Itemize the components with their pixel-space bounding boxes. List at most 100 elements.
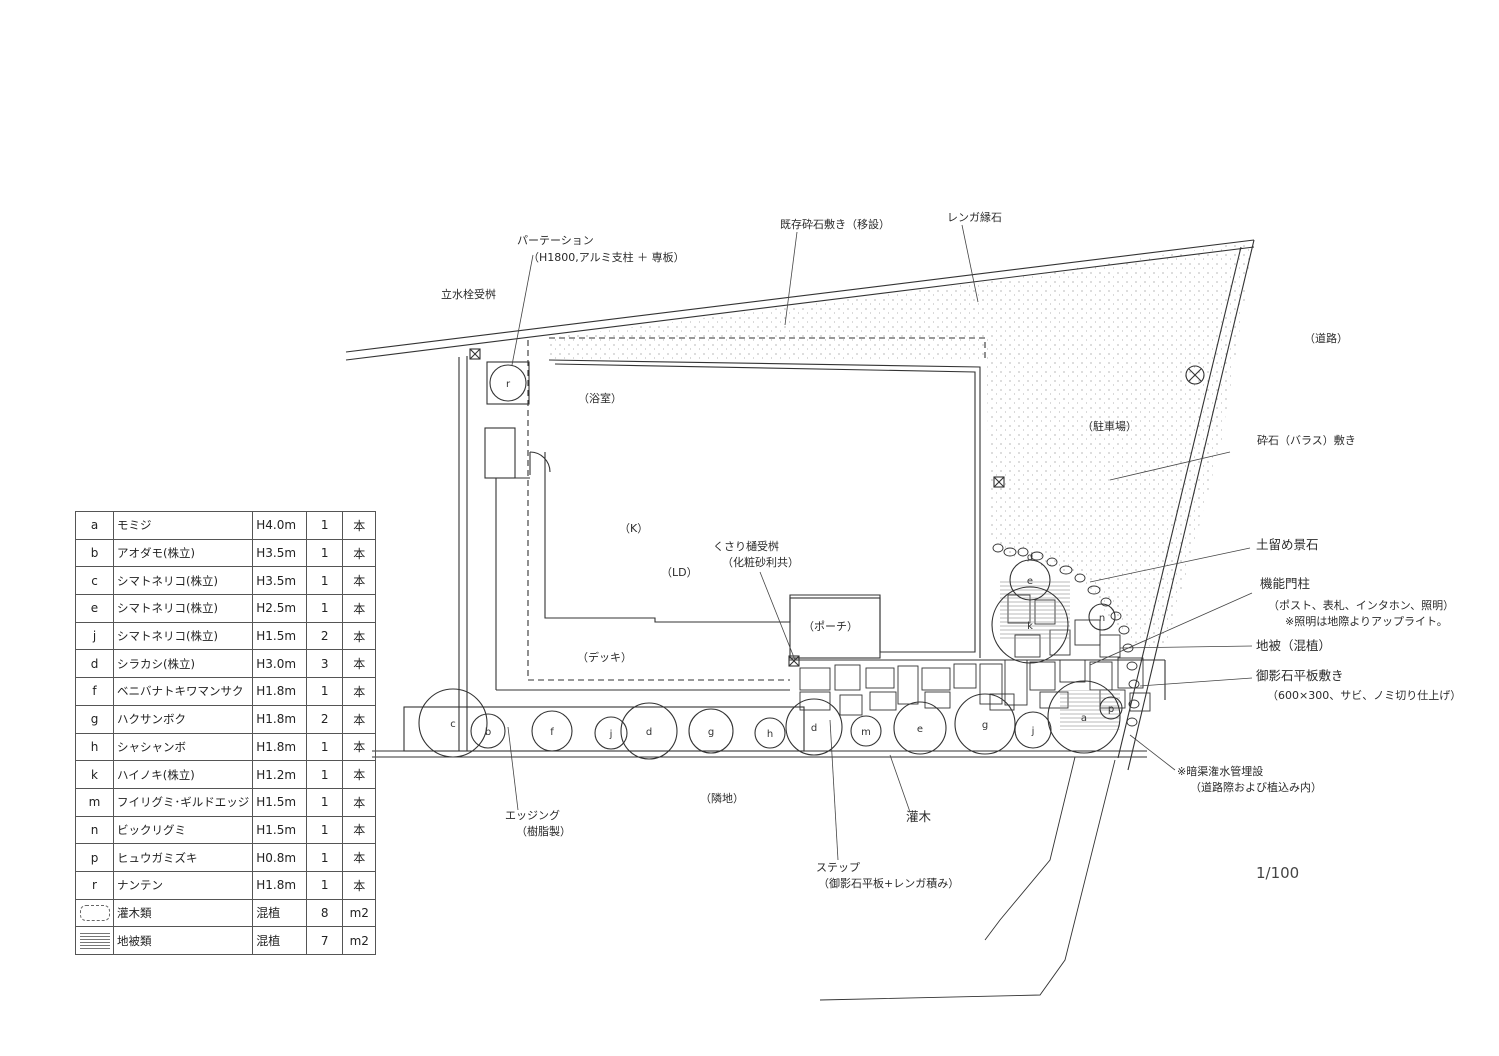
legend-code: g [75, 704, 114, 734]
tree-b [470, 713, 506, 749]
partition-spec-label: （H1800,アルミ支柱 ＋ 専板） [528, 251, 685, 264]
porch-outline [789, 597, 881, 659]
legend-name: シマトネリコ(株立) [112, 594, 254, 623]
legend-size: H3.5m [252, 538, 308, 568]
legend-size: 混植 [252, 926, 308, 955]
legend-qty: 1 [306, 677, 344, 706]
ground-cover-patch [1000, 580, 1070, 640]
retaining-stone-label: 土留め景石 [1256, 537, 1319, 552]
faucet-label: 立水栓受桝 [441, 288, 496, 301]
legend-code: k [75, 760, 114, 789]
tree-g [688, 708, 734, 754]
granite-spec-label: （600×300、サビ、ノミ切り仕上げ） [1267, 689, 1462, 702]
ld-room-label: （LD） [661, 566, 698, 579]
legend-size: H1.5m [252, 621, 308, 651]
lighting-note: ※照明は地際よりアップライト。 [1285, 615, 1448, 628]
legend-qty: 1 [306, 538, 344, 568]
drain-note: ※暗渠潅水管埋設 [1177, 765, 1264, 778]
legend-unit: m2 [342, 898, 377, 928]
legend-unit: 本 [342, 677, 377, 706]
tree-letter: n [1099, 613, 1105, 624]
tree-letter: d [1027, 552, 1033, 563]
house-outline [544, 363, 976, 653]
partition-label: パーテーション [517, 234, 594, 247]
tree-letter: k [1027, 621, 1033, 632]
tree-letter: b [485, 727, 491, 738]
brick-curb-label: レンガ縁石 [947, 211, 1002, 224]
shrubs-label: 灌木 [906, 809, 932, 824]
tree-d [620, 702, 678, 760]
tree-f [531, 710, 573, 752]
legend-qty: 2 [306, 621, 344, 651]
tree-letter: g [708, 727, 714, 738]
tree-letter: e [917, 724, 923, 735]
tree-d2 [785, 698, 843, 756]
road-label: （道路） [1304, 332, 1348, 345]
legend-size: H1.8m [252, 677, 308, 706]
legend-code: n [75, 815, 114, 845]
legend-qty: 1 [306, 511, 344, 540]
tree-m [850, 715, 882, 747]
kusari-label: くさり樋受桝 [713, 540, 779, 553]
tree-p [1099, 696, 1123, 720]
hatch-swatch-icon [79, 932, 110, 949]
legend-qty: 1 [306, 732, 344, 762]
legend-unit: 本 [342, 704, 377, 734]
legend-code: e [75, 594, 114, 623]
tree-letter: f [550, 727, 554, 738]
legend-unit: 本 [342, 621, 377, 651]
legend-unit: 本 [342, 815, 377, 845]
manhole-mark [1185, 365, 1205, 385]
legend-qty: 7 [306, 926, 344, 955]
parking-label: （駐車場） [1082, 420, 1137, 433]
tree-g2 [954, 693, 1016, 755]
legend-qty: 1 [306, 566, 344, 596]
legend-size: H3.0m [252, 649, 308, 679]
legend-unit: 本 [342, 760, 377, 789]
legend-name: 地被類 [112, 926, 254, 955]
legend-code: a [75, 511, 114, 540]
tree-h [754, 717, 786, 749]
legend-unit: 本 [342, 511, 377, 540]
legend-qty: 1 [306, 843, 344, 872]
k-room-label: （K） [619, 522, 649, 535]
tree-c [418, 688, 488, 758]
legend-code: r [75, 870, 114, 900]
legend-size: H1.2m [252, 760, 308, 789]
legend-name: ハクサンボク [112, 704, 254, 734]
tree-letter: g [982, 720, 988, 731]
legend-size: 混植 [252, 898, 308, 928]
kusari-note-label: （化粧砂利共） [722, 556, 799, 569]
retaining-stones [992, 543, 1140, 727]
edging-spec-label: （樹脂製） [516, 825, 571, 838]
legend-unit: 本 [342, 538, 377, 568]
legend-code: m [75, 787, 114, 817]
tree-r [489, 364, 527, 402]
legend-name: シマトネリコ(株立) [112, 621, 254, 651]
legend-unit: 本 [342, 732, 377, 762]
step-spec-label: （御影石平板+レンガ積み） [818, 877, 960, 890]
tree-letter: j [1031, 726, 1035, 737]
legend-name: ヒュウガミズキ [112, 843, 254, 872]
tree-e [893, 701, 947, 755]
legend-qty: 1 [306, 787, 344, 817]
legend-size: H1.8m [252, 732, 308, 762]
tree-e2 [1009, 559, 1051, 601]
dotted-swatch-icon [79, 904, 110, 921]
legend-qty: 1 [306, 815, 344, 845]
ground-cover-label: 地被（混植） [1256, 638, 1332, 653]
legend-size: H0.8m [252, 843, 308, 872]
